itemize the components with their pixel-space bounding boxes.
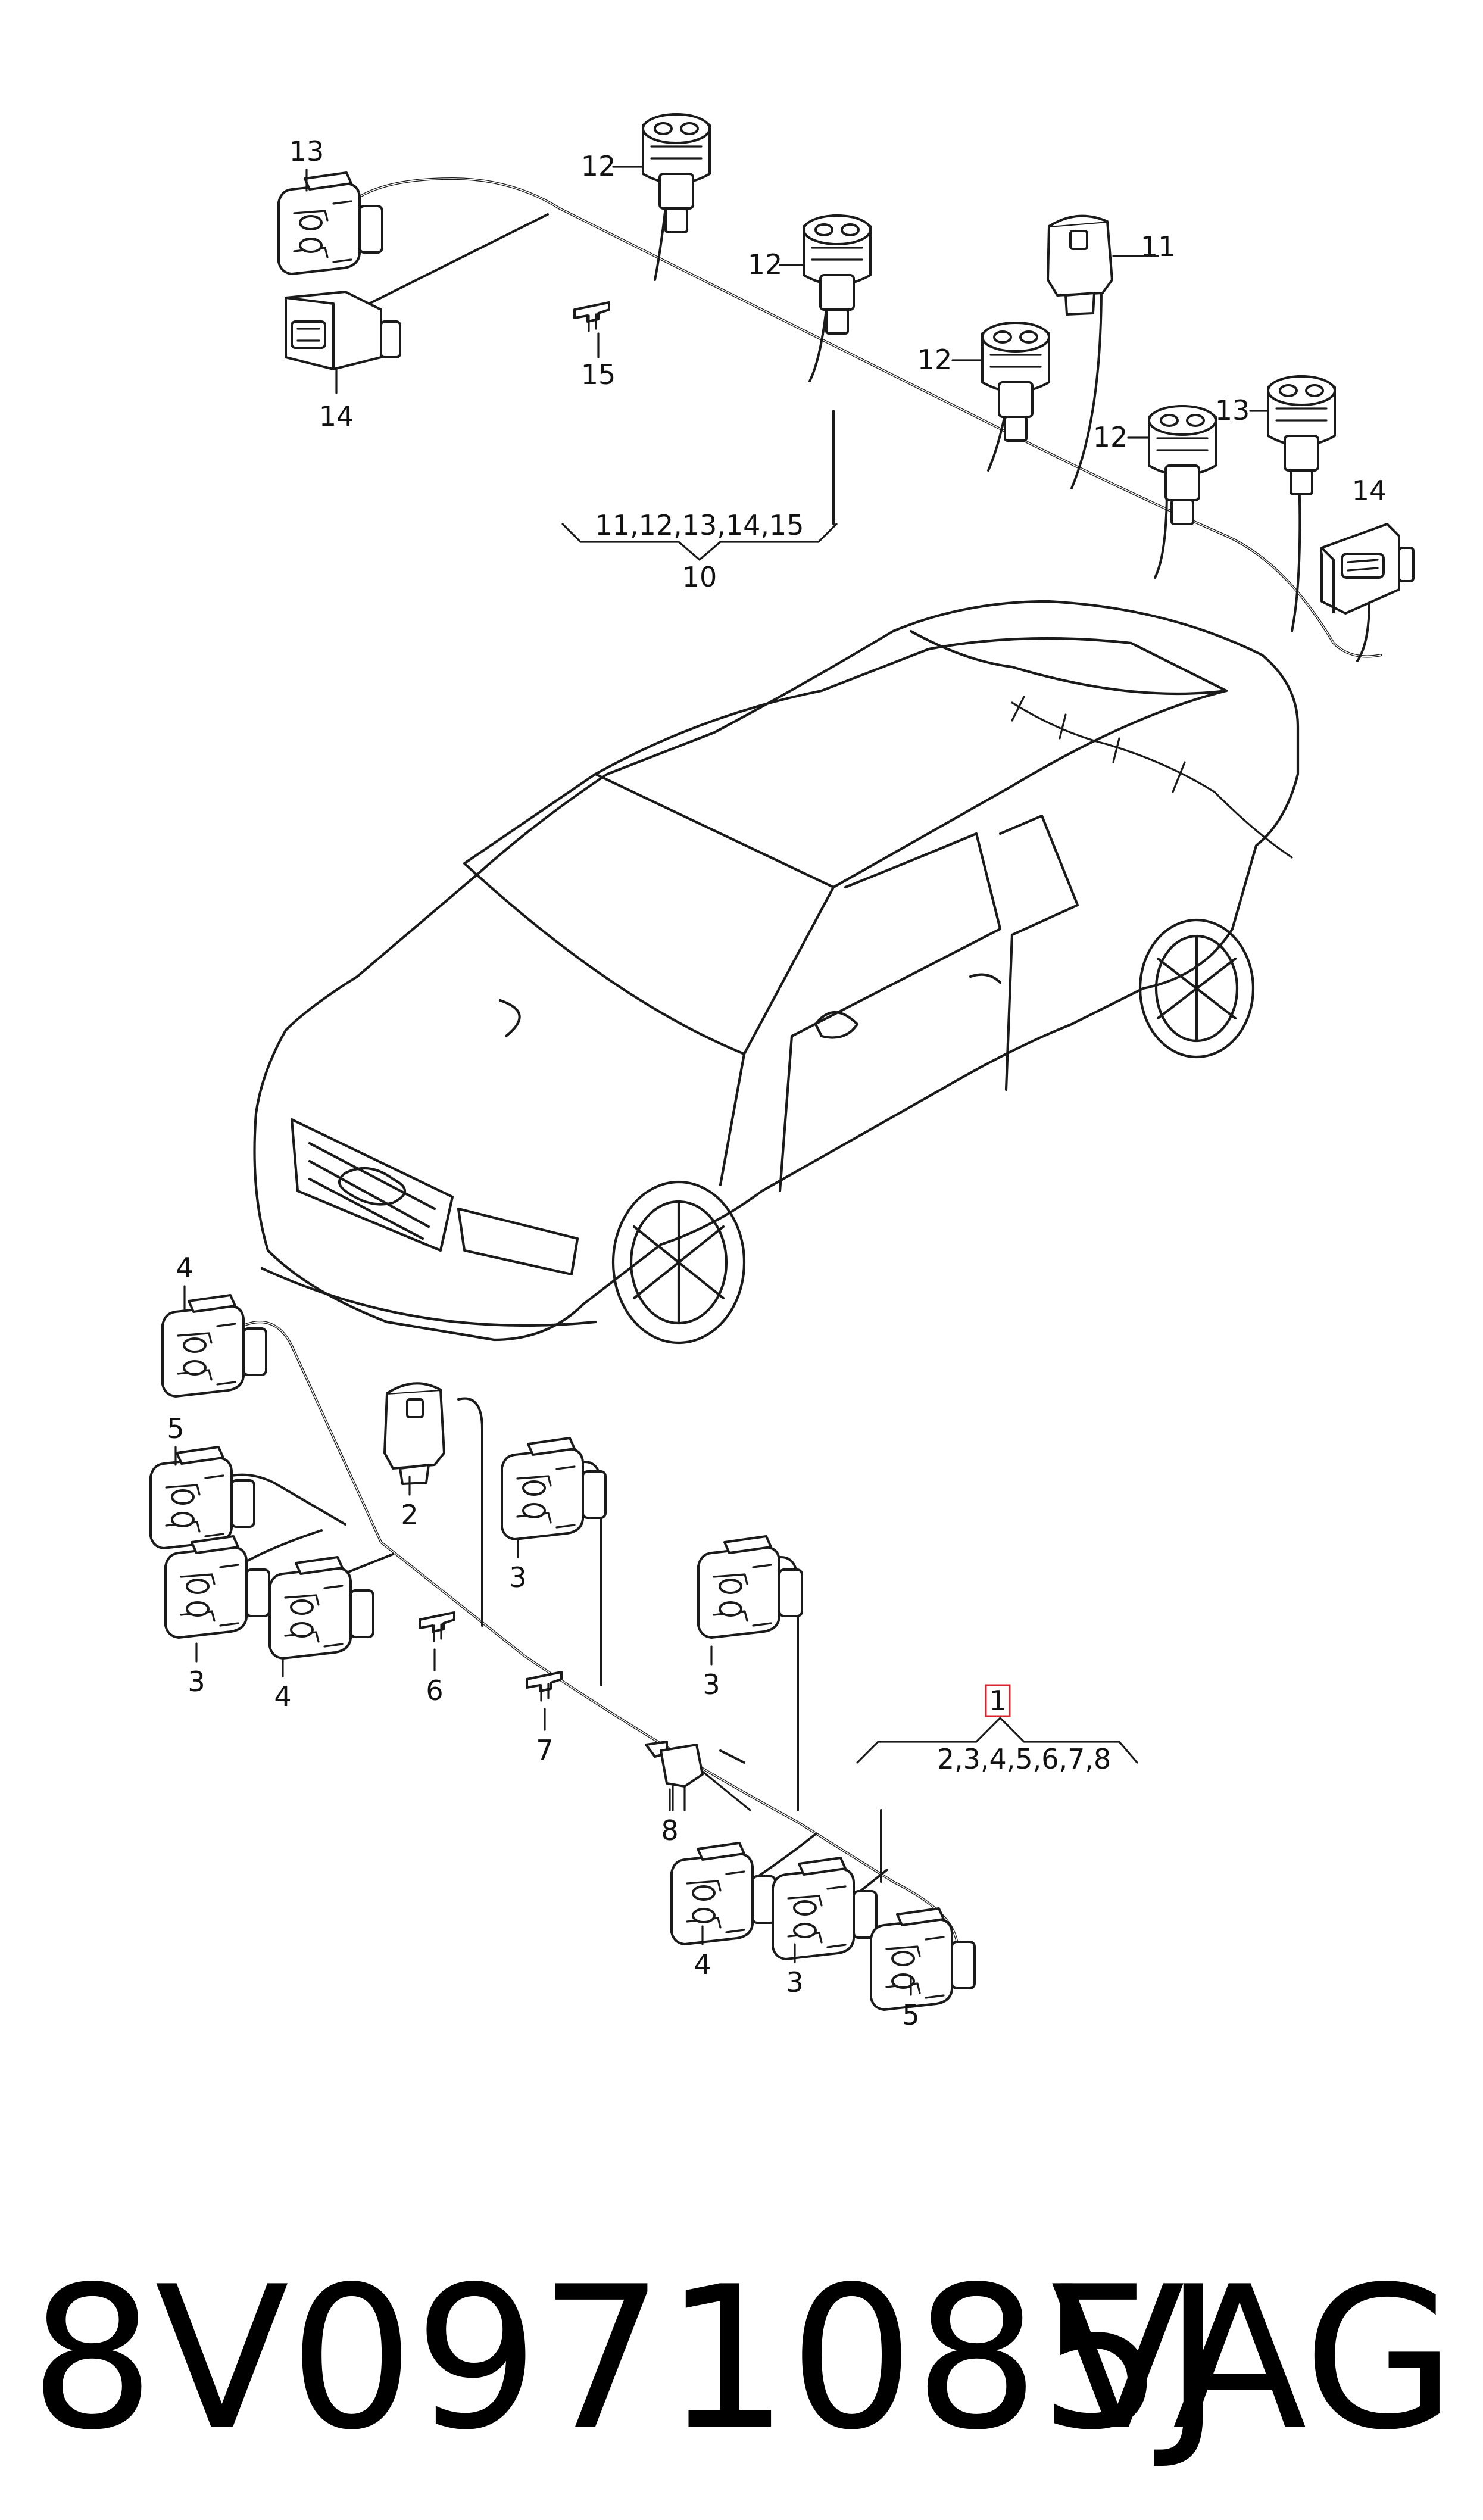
car-outline	[253, 600, 1300, 1345]
connector-12-c	[981, 322, 1050, 442]
sensor-11	[1047, 214, 1113, 316]
connector-5-left	[149, 1446, 255, 1549]
label-2: 2	[401, 1499, 418, 1531]
label-4-bottom: 4	[694, 1948, 711, 1981]
label-15: 15	[581, 358, 616, 391]
connector-3-right	[697, 1535, 803, 1639]
label-5-left: 5	[167, 1412, 184, 1445]
label-1: 1	[989, 1685, 1006, 1717]
bracket-8	[645, 1741, 751, 1811]
brand: VAG	[1051, 2244, 1456, 2473]
label-6: 6	[426, 1674, 443, 1707]
label-12-b: 12	[748, 248, 783, 280]
callout-labels: 13 14 15 12 12 12 12 11 13 14 11,12,13,1…	[167, 135, 1387, 2031]
label-3-right: 3	[703, 1668, 720, 1701]
label-10: 10	[682, 561, 717, 593]
highlight-box-1	[985, 1684, 1011, 1717]
connector-14-left	[285, 291, 401, 370]
connector-4-top	[161, 1294, 267, 1398]
label-13-left: 13	[289, 135, 324, 167]
connector-14-right	[1320, 523, 1415, 615]
connector-4-bottom	[670, 1842, 776, 1945]
label-13-right: 13	[1215, 394, 1250, 426]
connector-3-bottom	[772, 1857, 878, 1960]
bracket-10-items: 11,12,13,14,15	[595, 509, 804, 541]
label-14-left: 14	[319, 400, 354, 432]
connector-3-center	[501, 1437, 607, 1540]
label-12-d: 12	[1093, 421, 1128, 453]
connector-13-left	[277, 171, 383, 275]
label-8: 8	[661, 1814, 678, 1847]
lower-harness	[149, 1294, 1138, 2011]
connector-12-b	[803, 214, 872, 335]
sensor-2	[383, 1382, 445, 1485]
label-4-mid: 4	[274, 1680, 291, 1713]
label-5-bottom: 5	[902, 1999, 919, 2031]
part-number: 8V0971085J	[30, 2244, 1222, 2473]
bracket-1	[856, 1717, 1138, 1764]
connector-4-mid	[268, 1556, 374, 1660]
bracket-10	[561, 523, 838, 561]
label-7: 7	[536, 1734, 553, 1766]
label-4-top: 4	[176, 1252, 193, 1284]
bracket-1-items: 2,3,4,5,6,7,8	[937, 1743, 1112, 1775]
label-3-left: 3	[188, 1666, 205, 1698]
label-12-c: 12	[917, 344, 953, 376]
label-12-a: 12	[581, 150, 616, 182]
connector-13-right	[1267, 375, 1336, 495]
clip-6	[419, 1611, 455, 1642]
label-11: 11	[1141, 230, 1176, 263]
label-3-center: 3	[509, 1561, 526, 1593]
label-14-right: 14	[1352, 475, 1387, 507]
label-3-bottom: 3	[786, 1966, 803, 1998]
clip-15	[573, 301, 610, 332]
connector-5-bottom	[870, 1907, 976, 2011]
connector-3-left	[164, 1535, 270, 1639]
connector-12-a	[642, 113, 711, 233]
upper-harness	[277, 113, 1415, 662]
clip-7	[526, 1671, 563, 1702]
